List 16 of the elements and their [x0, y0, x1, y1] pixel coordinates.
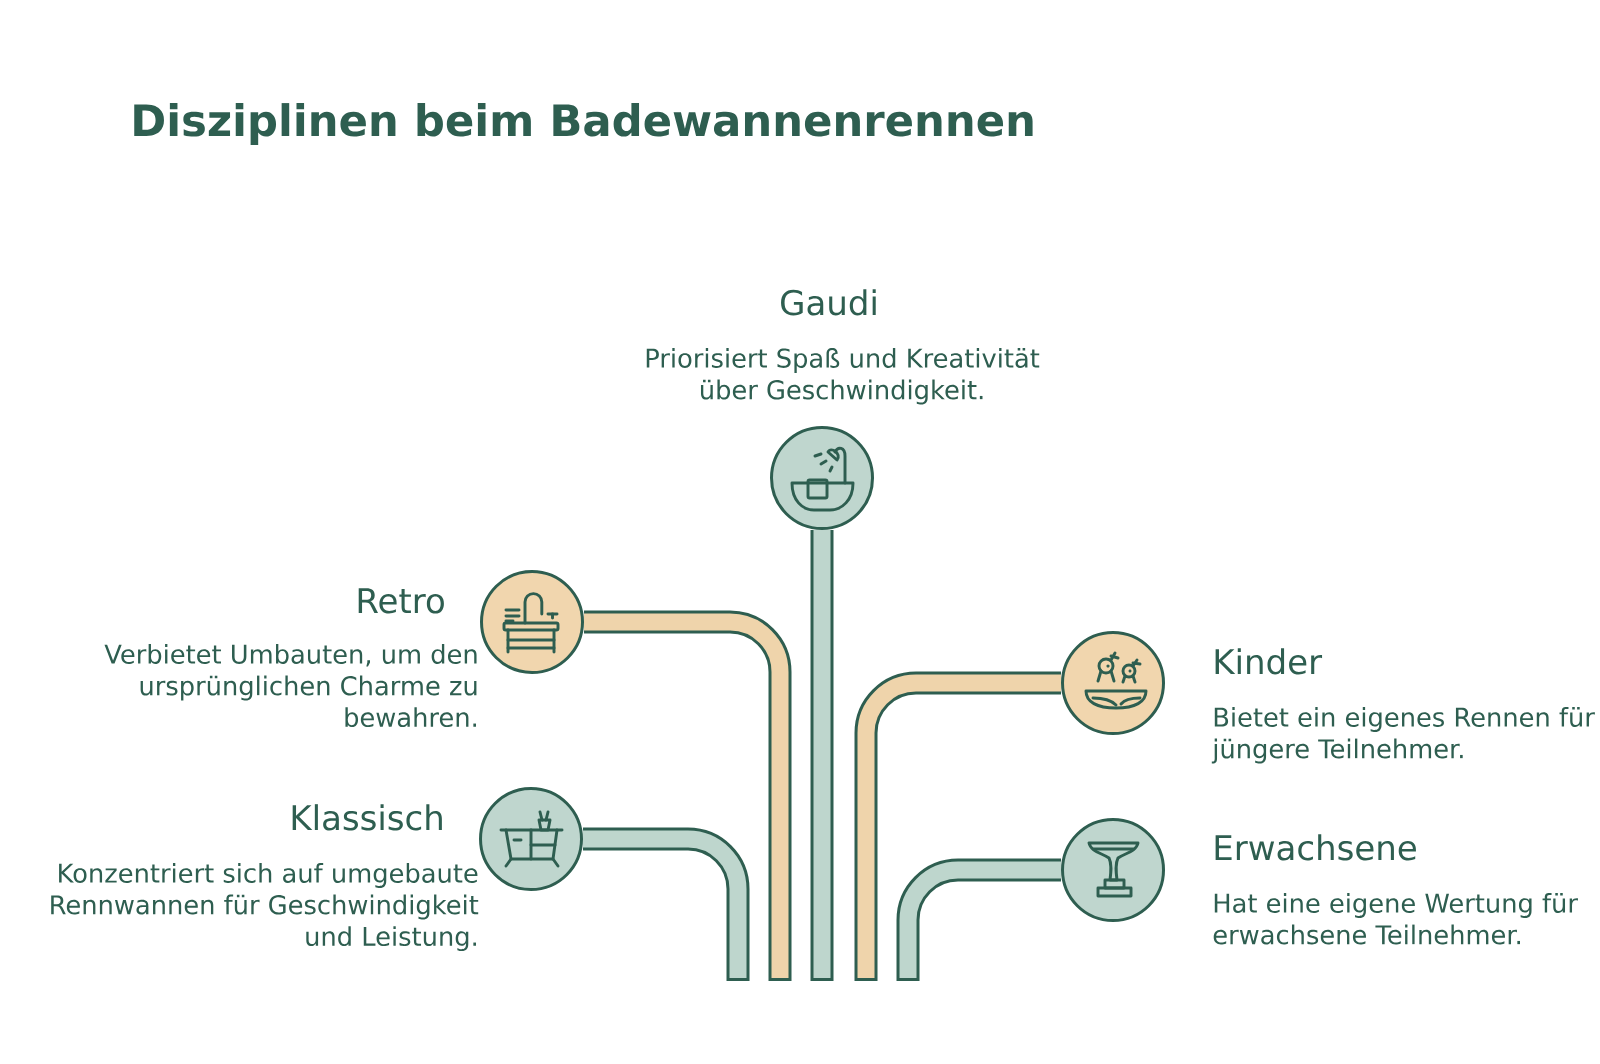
heading: Erwachsene: [1215, 834, 1416, 861]
description: Bietet ein eigenes Rennen für jüngere Teilnehmer.: [1211, 707, 1595, 764]
icon-circle: [1061, 631, 1165, 735]
description: Verbietet Umbauten, um den ursprünglichen Charme zu bewahren.: [104, 644, 477, 728]
description: Konzentriert sich auf umgebaute Rennwannen für Geschwindigkeit und Leistung.: [51, 863, 479, 952]
icon-circle: [1061, 818, 1165, 922]
heading: Gaudi: [781, 289, 876, 316]
title: Disziplinen beim Badewannenrennen: [134, 103, 1033, 145]
heading: Klassisch: [292, 804, 442, 831]
description: Hat eine eigene Wertung für erwachsene Teilnehmer.: [1213, 893, 1578, 945]
icon-circle: [770, 426, 874, 530]
description: Priorisiert Spaß und Kreativität über Geschwindigkeit.: [646, 348, 1040, 405]
icon-circle: [480, 570, 584, 674]
heading: Retro: [358, 588, 444, 614]
heading: Kinder: [1215, 648, 1323, 675]
icon-circle: [479, 787, 583, 891]
